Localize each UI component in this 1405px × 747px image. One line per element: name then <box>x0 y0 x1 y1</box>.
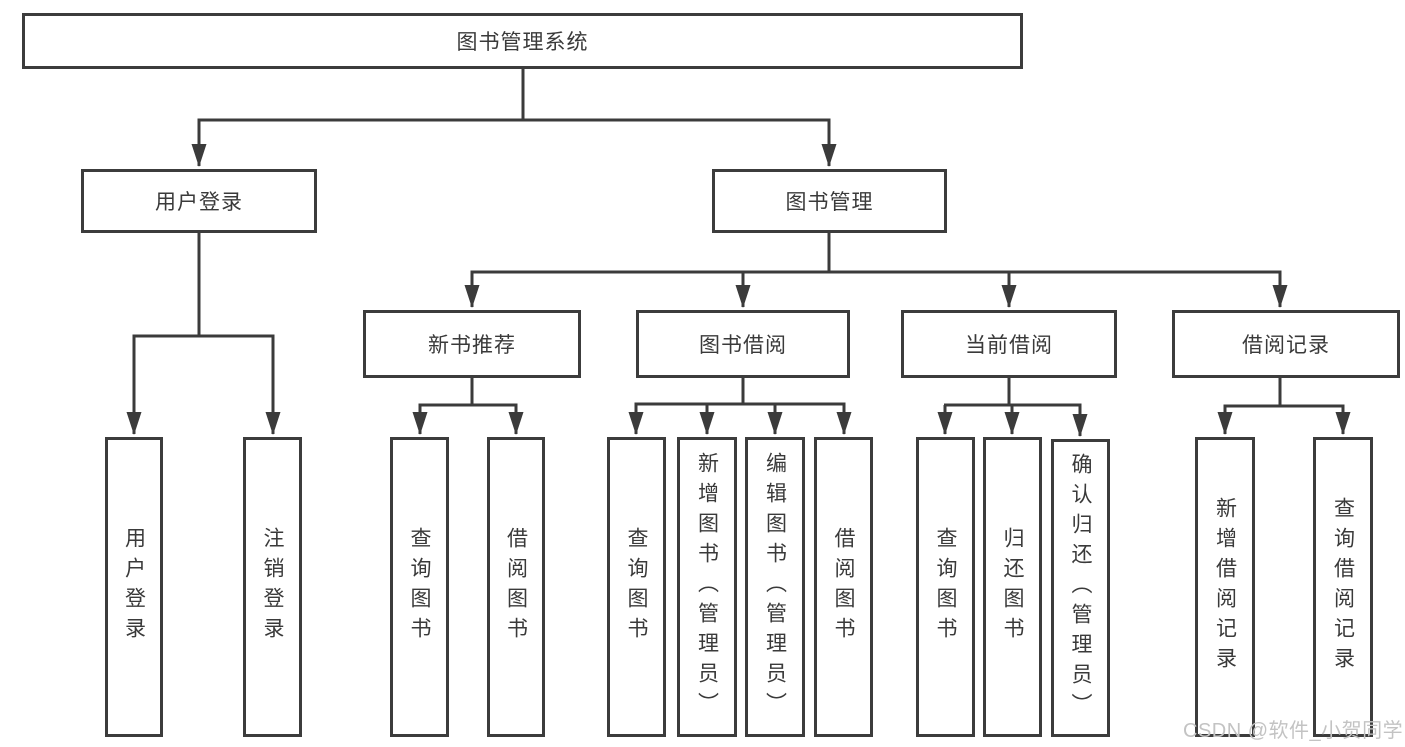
leaf-borrow-books-borrow-label: 借阅图书 <box>832 527 855 647</box>
node-library-system: 图书管理系统 <box>22 13 1023 69</box>
leaf-add-borrow-record-label: 新增借阅记录 <box>1213 497 1237 677</box>
leaf-edit-book-admin-label: 编辑图书（管理员） <box>763 452 787 722</box>
leaf-query-books-borrow-label: 查询图书 <box>625 527 648 647</box>
leaf-logout-label: 注销登录 <box>261 527 284 647</box>
leaf-query-books-newbook: 查询图书 <box>390 437 449 737</box>
leaf-query-books-newbook-label: 查询图书 <box>408 527 431 647</box>
leaf-query-books-current: 查询图书 <box>916 437 975 737</box>
node-book-management: 图书管理 <box>712 169 947 233</box>
leaf-return-books: 归还图书 <box>983 437 1042 737</box>
leaf-borrow-books-borrow: 借阅图书 <box>814 437 873 737</box>
leaf-query-books-borrow: 查询图书 <box>607 437 666 737</box>
node-book-borrowing: 图书借阅 <box>636 310 850 378</box>
leaf-edit-book-admin: 编辑图书（管理员） <box>745 437 805 737</box>
leaf-query-borrow-record-label: 查询借阅记录 <box>1331 497 1355 677</box>
leaf-return-books-label: 归还图书 <box>1001 527 1024 647</box>
leaf-add-book-admin: 新增图书（管理员） <box>677 437 737 737</box>
leaf-logout: 注销登录 <box>243 437 302 737</box>
leaf-query-books-current-label: 查询图书 <box>934 527 957 647</box>
leaf-borrow-books-newbook-label: 借阅图书 <box>504 527 528 647</box>
leaf-query-borrow-record: 查询借阅记录 <box>1313 437 1373 737</box>
leaf-user-login-label: 用户登录 <box>122 527 146 647</box>
node-borrowing-records: 借阅记录 <box>1172 310 1400 378</box>
leaf-confirm-return-admin-label: 确认归还（管理员） <box>1069 453 1092 723</box>
leaf-borrow-books-newbook: 借阅图书 <box>487 437 545 737</box>
watermark: CSDN @软件_小贺同学 <box>1183 720 1404 742</box>
node-current-borrowing: 当前借阅 <box>901 310 1117 378</box>
leaf-add-book-admin-label: 新增图书（管理员） <box>695 452 719 722</box>
leaf-add-borrow-record: 新增借阅记录 <box>1195 437 1255 737</box>
node-user-login: 用户登录 <box>81 169 317 233</box>
node-new-book-recommend: 新书推荐 <box>363 310 581 378</box>
leaf-confirm-return-admin: 确认归还（管理员） <box>1051 439 1110 737</box>
leaf-user-login: 用户登录 <box>105 437 163 737</box>
